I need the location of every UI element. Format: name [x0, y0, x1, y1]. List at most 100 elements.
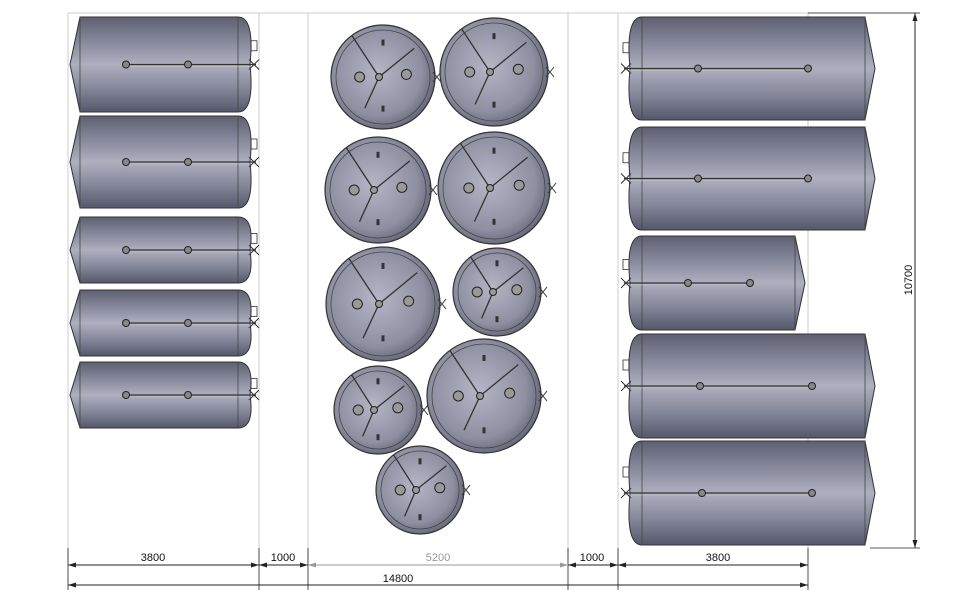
arrowhead — [68, 562, 76, 568]
valve-icon — [248, 156, 260, 168]
arrowhead — [568, 562, 576, 568]
nozzle — [122, 158, 130, 166]
fitting — [376, 434, 380, 441]
dim-middle-width: 5200 — [426, 552, 450, 564]
tank-rim — [330, 251, 436, 357]
cip-arms — [345, 147, 411, 223]
dimension-lines — [67, 12, 920, 590]
arrowhead — [618, 562, 626, 568]
valve-icon — [248, 244, 260, 256]
cip-arms — [459, 142, 529, 222]
fitting — [250, 378, 258, 389]
valve-icon — [620, 380, 632, 392]
tanks-group — [69, 16, 876, 546]
manway — [392, 402, 404, 414]
center-nozzle — [370, 186, 378, 194]
dim-left-tanks-width: 3800 — [141, 552, 165, 564]
fitting — [495, 316, 499, 323]
valve-icon — [461, 484, 471, 496]
horizontal-tank — [620, 235, 806, 331]
vertical-tank-top-view — [324, 136, 438, 244]
tank-rim — [338, 370, 418, 450]
valve-icon — [248, 59, 260, 70]
dim-left-gap: 1000 — [271, 552, 295, 564]
arrowhead — [560, 562, 568, 568]
dim-total-width: 14800 — [383, 573, 414, 585]
horizontal-tank — [69, 289, 260, 357]
valve-icon — [538, 286, 548, 298]
manway — [434, 482, 446, 494]
vertical-tank-top-view — [333, 365, 429, 455]
nozzle — [804, 174, 812, 183]
fitting — [492, 101, 496, 108]
nozzle — [694, 64, 702, 73]
center-nozzle — [375, 300, 383, 308]
fitting — [495, 260, 499, 267]
nozzle — [694, 174, 702, 183]
fitting — [250, 233, 258, 244]
tank-rim — [442, 136, 546, 240]
fitting — [376, 378, 380, 385]
tank-rim — [444, 22, 544, 122]
vertical-tank-top-view — [437, 131, 557, 245]
manway — [348, 184, 360, 196]
arrowhead — [259, 562, 267, 568]
cip-arms — [470, 256, 524, 319]
valve-icon — [545, 66, 555, 78]
cip-arms — [461, 28, 527, 105]
arrowhead — [912, 13, 918, 21]
center-nozzle — [370, 406, 378, 414]
tank-rim — [329, 141, 427, 239]
nozzle — [696, 382, 704, 390]
fitting — [250, 40, 258, 52]
valve-icon — [419, 404, 429, 416]
nozzle — [122, 391, 130, 399]
nozzle — [184, 391, 192, 399]
dim-right-tanks-width: 3800 — [706, 552, 730, 564]
fitting — [381, 39, 385, 46]
fitting — [492, 147, 496, 154]
manway — [352, 404, 364, 416]
fitting — [250, 306, 258, 317]
horizontal-tank — [69, 361, 260, 429]
fitting — [622, 466, 630, 478]
manway — [394, 484, 406, 496]
fitting — [381, 262, 385, 269]
fitting — [250, 138, 258, 150]
horizontal-tank — [620, 333, 876, 439]
nozzle — [122, 60, 130, 69]
manway — [396, 181, 408, 193]
arrowhead — [251, 562, 259, 568]
horizontal-tank — [69, 16, 260, 113]
tank-rim — [431, 343, 537, 449]
tank-rim — [457, 252, 537, 332]
manway — [464, 66, 476, 78]
nozzle — [808, 489, 816, 497]
valve-icon — [620, 173, 632, 184]
horizontal-tank — [69, 115, 260, 209]
arrowhead — [308, 562, 316, 568]
manway — [511, 284, 523, 296]
arrowhead — [610, 562, 618, 568]
valve-icon — [620, 487, 632, 499]
vertical-tank-top-view — [426, 338, 548, 454]
cip-arms — [351, 374, 405, 437]
dim-right-gap: 1000 — [580, 552, 604, 564]
fitting — [381, 335, 385, 342]
fitting — [376, 219, 380, 226]
arrowhead — [800, 582, 808, 588]
fitting — [418, 514, 422, 521]
fitting — [622, 359, 630, 371]
nozzle — [184, 319, 192, 327]
fitting — [418, 458, 422, 465]
fitting — [492, 218, 496, 225]
valve-icon — [248, 317, 260, 329]
center-nozzle — [486, 184, 494, 192]
horizontal-tank — [620, 126, 876, 231]
manway — [513, 179, 525, 191]
fitting — [622, 42, 630, 54]
valve-icon — [437, 298, 447, 310]
cip-arms — [393, 454, 447, 517]
fitting — [622, 152, 630, 164]
manway — [400, 68, 412, 80]
